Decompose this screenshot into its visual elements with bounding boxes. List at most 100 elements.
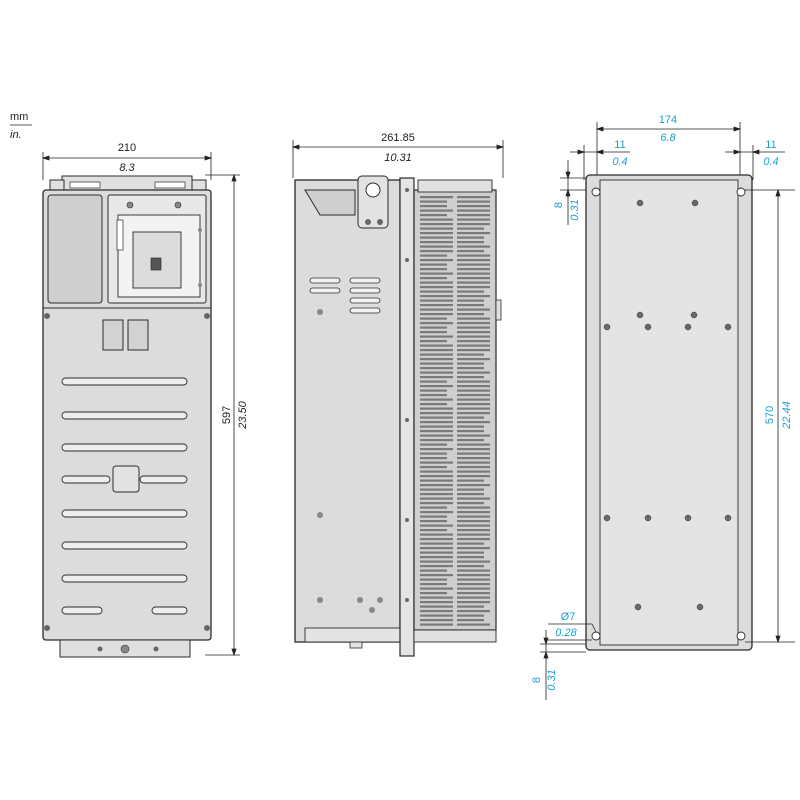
rear-hole-spacing-dimension	[595, 122, 742, 178]
heatsink-fin	[420, 376, 453, 379]
heatsink-fin	[420, 592, 447, 595]
heatsink-fin	[457, 565, 484, 568]
heatsink-fin	[457, 367, 484, 370]
heatsink-fin	[420, 515, 447, 518]
heatsink-fin	[457, 515, 490, 518]
heatsink-fin	[420, 290, 453, 293]
heatsink-fin	[420, 547, 453, 550]
side-depth-dimension	[291, 140, 505, 178]
heatsink-fin	[457, 475, 490, 478]
heatsink-fin	[457, 398, 490, 401]
rear-vertical-spacing-dimension	[745, 188, 795, 644]
heatsink-fin	[457, 331, 490, 334]
heatsink-fin	[420, 484, 453, 487]
heatsink-fin	[420, 583, 447, 586]
heatsink-fin	[420, 349, 453, 352]
heatsink-fin	[457, 362, 484, 365]
heatsink-fin	[420, 619, 453, 622]
heatsink-fin	[457, 547, 490, 550]
heatsink-fin	[457, 277, 490, 280]
rear-left-offset-in: 0.4	[612, 156, 627, 168]
heatsink-fin	[420, 313, 453, 316]
heatsink-fin	[457, 236, 484, 239]
heatsink-fin	[420, 623, 453, 626]
heatsink-fin	[457, 209, 490, 212]
heatsink-fin	[420, 362, 453, 365]
heatsink-fin	[457, 502, 484, 505]
heatsink-fin	[420, 578, 447, 581]
heatsink-fin	[420, 263, 447, 266]
heatsink-fin	[457, 205, 490, 208]
rear-bottom-offset-mm: 8	[531, 677, 543, 683]
units-imperial-label: in.	[10, 129, 22, 141]
rear-hole-spacing-mm: 174	[659, 114, 677, 126]
heatsink-fin	[420, 205, 447, 208]
front-height-mm: 597	[221, 406, 233, 424]
rear-bottom-offset-dimension	[540, 630, 586, 700]
heatsink-fin	[457, 511, 490, 514]
heatsink-fin	[420, 295, 453, 298]
heatsink-fin	[457, 470, 490, 473]
heatsink-fin	[457, 290, 484, 293]
heatsink-fin	[420, 542, 453, 545]
heatsink-fin	[457, 313, 484, 316]
heatsink-fin	[420, 502, 453, 505]
heatsink-fin	[457, 430, 484, 433]
heatsink-fin	[457, 196, 490, 199]
heatsink-fin	[457, 322, 490, 325]
heatsink-fin	[420, 250, 453, 253]
rear-right-offset-mm: 11	[765, 139, 776, 151]
heatsink-fin	[457, 340, 490, 343]
heatsink-fin	[420, 223, 453, 226]
heatsink-fin	[457, 344, 490, 347]
heatsink-fin	[457, 371, 490, 374]
heatsink-fin	[420, 403, 447, 406]
rear-left-offset-dimension	[570, 145, 630, 180]
heatsink-fin	[420, 218, 453, 221]
heatsink-fin	[420, 488, 453, 491]
heatsink-fin	[420, 371, 453, 374]
heatsink-fin	[457, 619, 484, 622]
heatsink-fin	[457, 254, 490, 257]
heatsink-fin	[457, 484, 490, 487]
heatsink-fin	[420, 367, 453, 370]
heatsink-fin	[420, 610, 453, 613]
front-port-left	[102, 319, 124, 351]
heatsink-fin	[420, 308, 453, 311]
heatsink-fin	[457, 479, 484, 482]
heatsink-fin	[420, 322, 453, 325]
heatsink-fin	[457, 223, 490, 226]
heatsink-fin	[420, 596, 453, 599]
heatsink-fin	[457, 560, 490, 563]
heatsink-fin	[420, 529, 447, 532]
side-view: 261.85 10.31	[291, 132, 505, 657]
heatsink-fin	[457, 403, 490, 406]
heatsink-fin	[420, 614, 453, 617]
heatsink-fin	[457, 497, 490, 500]
heatsink-fin	[457, 551, 484, 554]
heatsink-fin	[457, 218, 490, 221]
heatsink-fin	[457, 556, 484, 559]
heatsink-fin	[457, 389, 490, 392]
heatsink-fin	[457, 587, 490, 590]
heatsink-fin	[420, 565, 453, 568]
heatsink-fin	[420, 569, 447, 572]
heatsink-fin	[420, 277, 447, 280]
heatsink-fin	[457, 493, 484, 496]
side-flange	[399, 177, 415, 657]
heatsink-fin	[457, 583, 490, 586]
heatsink-fin	[420, 241, 453, 244]
heatsink-fin	[420, 538, 453, 541]
heatsink-fin	[420, 412, 453, 415]
heatsink-fin	[420, 556, 453, 559]
rear-bolt-holes	[603, 199, 732, 611]
heatsink-fin	[420, 493, 453, 496]
heatsink-fin	[420, 335, 453, 338]
heatsink-fin	[420, 281, 453, 284]
heatsink-fin	[457, 421, 490, 424]
heatsink-fin	[457, 412, 490, 415]
rear-mounting-holes	[591, 187, 746, 641]
heatsink-fin	[420, 457, 447, 460]
heatsink-fin	[457, 466, 490, 469]
heatsink-fin	[420, 479, 453, 482]
